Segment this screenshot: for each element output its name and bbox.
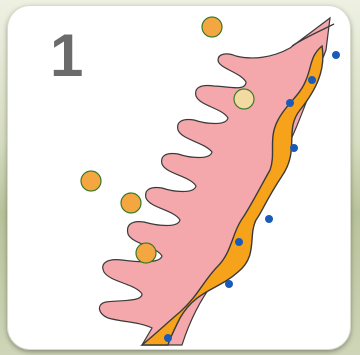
particle-orange <box>81 171 101 191</box>
particle-pale <box>234 89 254 109</box>
illustration-card: 1 <box>8 6 350 349</box>
particle-orange <box>202 17 222 37</box>
particle-orange <box>121 193 141 213</box>
nucleus <box>265 215 273 223</box>
nucleus <box>290 144 298 152</box>
particle-orange <box>136 243 156 263</box>
nucleus <box>332 51 340 59</box>
nucleus <box>225 280 233 288</box>
villi-diagram <box>8 6 350 349</box>
nucleus <box>164 334 172 342</box>
nucleus <box>235 238 243 246</box>
villi-tissue <box>99 18 330 345</box>
nucleus <box>286 99 294 107</box>
nucleus <box>308 76 316 84</box>
